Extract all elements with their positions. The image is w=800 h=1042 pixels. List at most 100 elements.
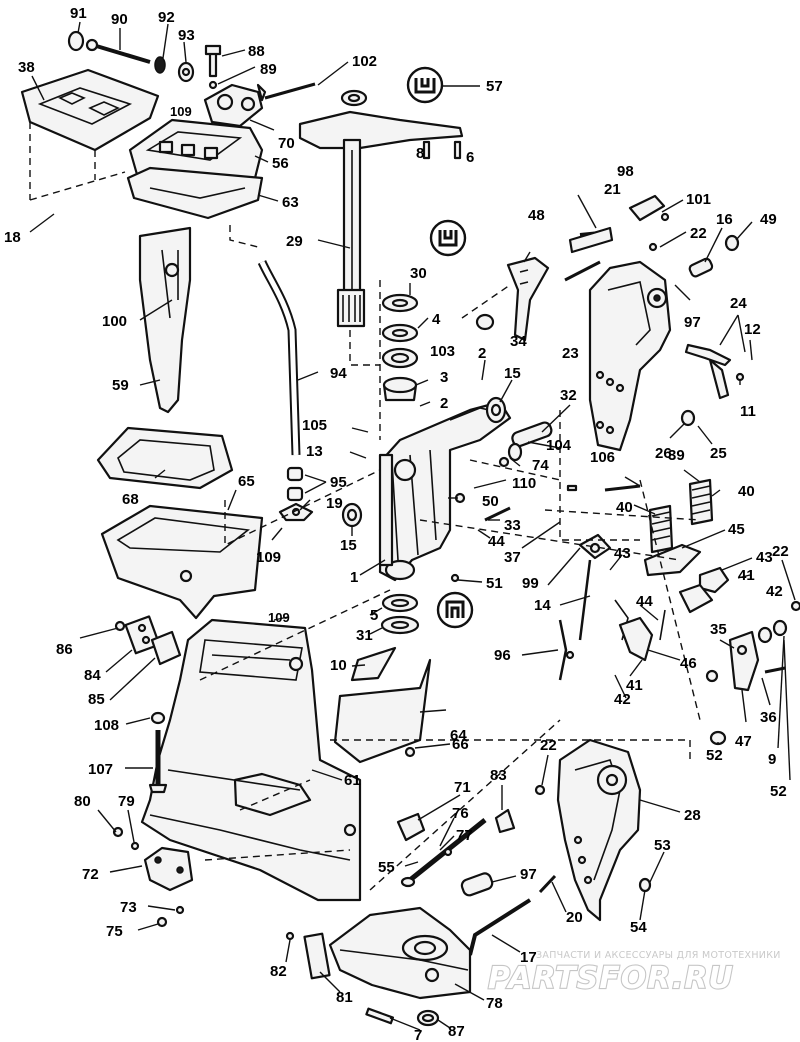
callout-30: 30 xyxy=(410,265,427,282)
callout-33: 33 xyxy=(504,517,521,534)
callout-13: 13 xyxy=(306,443,323,460)
callout-84: 84 xyxy=(84,667,101,684)
callout-7: 7 xyxy=(414,1027,422,1042)
callout-80: 80 xyxy=(74,793,91,810)
callout-32: 32 xyxy=(560,387,577,404)
callout-21: 21 xyxy=(604,181,621,198)
callout-50: 50 xyxy=(482,493,499,510)
callout-39: 39 xyxy=(668,447,685,464)
callout-15a: 15 xyxy=(504,365,521,382)
callout-78: 78 xyxy=(486,995,503,1012)
callout-77: 77 xyxy=(456,827,473,844)
callout-109a: 109 xyxy=(170,104,192,119)
callout-47: 47 xyxy=(735,733,752,750)
callout-42a: 42 xyxy=(766,583,783,600)
bearing-stack xyxy=(381,293,419,402)
callout-83: 83 xyxy=(490,767,507,784)
callout-96: 96 xyxy=(494,647,511,664)
callout-5: 5 xyxy=(370,607,378,624)
callout-15b: 15 xyxy=(340,537,357,554)
tilt-lever xyxy=(475,194,670,342)
leader-lines xyxy=(29,21,796,1031)
callout-103: 103 xyxy=(430,343,455,360)
callout-28: 28 xyxy=(684,807,701,824)
callout-11: 11 xyxy=(740,403,756,420)
callout-97b: 97 xyxy=(520,866,537,883)
callout-2b: 2 xyxy=(440,395,448,412)
callout-44a: 44 xyxy=(488,533,505,550)
callout-41a: 41 xyxy=(738,567,755,584)
lower-cover-plate xyxy=(100,504,264,620)
callout-9: 9 xyxy=(768,751,776,768)
callout-72: 72 xyxy=(82,866,99,883)
grease-symbol-icon xyxy=(436,591,474,629)
callout-43b: 43 xyxy=(756,549,773,566)
steering-arm xyxy=(264,82,464,328)
callout-44b: 44 xyxy=(636,593,653,610)
swivel-bracket xyxy=(378,400,512,582)
callout-48: 48 xyxy=(528,207,545,224)
callout-8: 8 xyxy=(416,145,424,162)
callout-85: 85 xyxy=(88,691,105,708)
callout-56: 56 xyxy=(272,155,289,172)
callout-52a: 52 xyxy=(706,747,723,764)
adaptor-plate xyxy=(20,68,160,152)
callout-43a: 43 xyxy=(614,545,631,562)
top-bolt-assembly xyxy=(67,30,222,90)
callout-35: 35 xyxy=(710,621,727,638)
callout-107: 107 xyxy=(88,761,113,778)
callout-18: 18 xyxy=(4,229,21,246)
callout-79: 79 xyxy=(118,793,135,810)
sealant-symbol-icon xyxy=(429,219,467,257)
callout-57: 57 xyxy=(486,78,503,95)
callout-51: 51 xyxy=(486,575,503,592)
callout-109c: 109 xyxy=(268,610,290,625)
callout-70: 70 xyxy=(278,135,295,152)
callout-61: 61 xyxy=(344,772,361,789)
lubricant-symbol-icon xyxy=(406,66,444,104)
callout-41b: 41 xyxy=(626,677,643,694)
callout-1: 1 xyxy=(350,569,358,586)
callout-92: 92 xyxy=(158,9,175,26)
callout-labels: 91 90 92 93 88 89 102 57 38 109 70 8 6 5… xyxy=(4,5,789,1042)
callout-89: 89 xyxy=(260,61,277,78)
tilt-pin-and-rods xyxy=(396,808,557,956)
callout-104: 104 xyxy=(546,437,572,454)
callout-22b: 22 xyxy=(772,543,789,560)
callout-74: 74 xyxy=(532,457,549,474)
callout-64: 64 xyxy=(450,727,467,744)
callout-95: 95 xyxy=(330,474,347,491)
callout-102: 102 xyxy=(352,53,377,70)
callout-40a: 40 xyxy=(616,499,633,516)
callout-90: 90 xyxy=(111,11,128,28)
callout-16: 16 xyxy=(716,211,733,228)
callout-66: 66 xyxy=(452,736,469,753)
assembly-lines xyxy=(29,122,701,891)
callout-94: 94 xyxy=(330,365,347,382)
callout-81: 81 xyxy=(336,989,353,1006)
callout-20: 20 xyxy=(566,909,583,926)
callout-31: 31 xyxy=(356,627,373,644)
watermark-subtitle: ЗАПЧАСТИ И АКСЕССУАРЫ ДЛЯ МОТОТЕХНИКИ xyxy=(536,950,781,961)
callout-59: 59 xyxy=(112,377,129,394)
callout-65: 65 xyxy=(238,473,255,490)
callout-108: 108 xyxy=(94,717,119,734)
callout-91: 91 xyxy=(70,5,87,22)
callout-98: 98 xyxy=(617,163,634,180)
reverse-lock-parts xyxy=(705,600,800,746)
callout-54: 54 xyxy=(630,919,647,936)
callout-34: 34 xyxy=(510,333,527,350)
callout-75: 75 xyxy=(106,923,123,940)
callout-82: 82 xyxy=(270,963,287,980)
tilt-tube-parts xyxy=(450,421,641,583)
callout-19: 19 xyxy=(326,495,343,512)
callout-37: 37 xyxy=(504,549,521,566)
callout-40b: 40 xyxy=(738,483,755,500)
callout-2a: 2 xyxy=(478,345,486,362)
callout-100: 100 xyxy=(102,313,127,330)
callout-25: 25 xyxy=(710,445,727,462)
exhaust-tube xyxy=(138,226,192,414)
water-tube xyxy=(257,260,301,456)
callout-110: 110 xyxy=(512,475,536,492)
